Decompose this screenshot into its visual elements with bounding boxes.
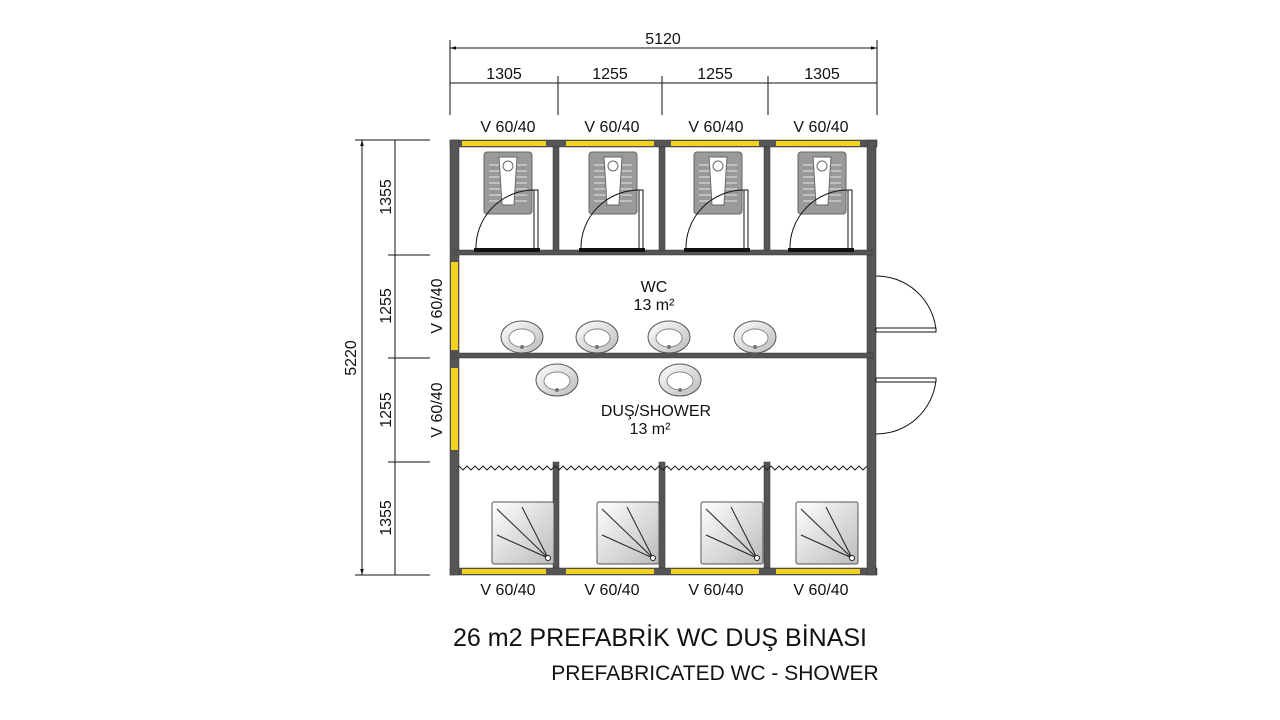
- left-dimensions: [355, 139, 430, 576]
- top-dim-label: 1305: [486, 66, 522, 83]
- washbasin-icon: [500, 320, 544, 354]
- windows: [451, 141, 860, 574]
- window-label: V 60/40: [584, 119, 639, 136]
- window-label: V 60/40: [793, 119, 848, 136]
- left-dim-label: 1255: [378, 392, 395, 428]
- washbasin-icon: [535, 363, 579, 397]
- washbasin-icon: [733, 320, 777, 354]
- room-name: DUŞ/SHOWER: [601, 403, 711, 420]
- walls: [449, 139, 878, 576]
- overall-width-label: 5120: [645, 31, 681, 48]
- top-dim-label: 1305: [804, 66, 840, 83]
- window-label: V 60/40: [688, 582, 743, 599]
- room-area: 13 m²: [634, 297, 676, 314]
- cubicle-door[interactable]: [579, 189, 645, 252]
- shower-tray-icon: [596, 501, 660, 565]
- window-label: V 60/40: [584, 582, 639, 599]
- room-area: 13 m²: [630, 421, 672, 438]
- left-dim-label: 1255: [378, 288, 395, 324]
- drawing-title: 26 m2 PREFABRİK WC DUŞ BİNASI: [453, 624, 867, 652]
- window-label: V 60/40: [480, 119, 535, 136]
- room-name: WC: [641, 279, 668, 296]
- shower-tray-icon: [795, 501, 859, 565]
- left-dim-label: 1355: [378, 500, 395, 536]
- cubicle-door[interactable]: [474, 189, 540, 252]
- shower-tray-icon: [700, 501, 764, 565]
- cubicle-door[interactable]: [788, 189, 854, 252]
- window-label: V 60/40: [429, 382, 446, 437]
- window-label: V 60/40: [429, 278, 446, 333]
- squat-toilet-icon: [483, 151, 533, 215]
- washbasin-icon: [575, 320, 619, 354]
- shower-curtain: [458, 465, 868, 471]
- window-label: V 60/40: [793, 582, 848, 599]
- top-dimensions: [449, 40, 878, 115]
- shower-tray-icon: [491, 501, 555, 565]
- squat-toilet-icon: [797, 151, 847, 215]
- cubicle-door[interactable]: [684, 189, 750, 252]
- washbasin-icon: [647, 320, 691, 354]
- overall-depth-label: 5220: [343, 340, 360, 376]
- squat-toilet-icon: [588, 151, 638, 215]
- left-dim-label: 1355: [378, 179, 395, 215]
- drawing-subtitle: PREFABRICATED WC - SHOWER: [551, 662, 879, 685]
- entrance-door[interactable]: [875, 377, 937, 435]
- top-dim-label: 1255: [592, 66, 628, 83]
- squat-toilet-icon: [693, 151, 743, 215]
- top-dim-label: 1255: [697, 66, 733, 83]
- washbasin-icon: [658, 363, 702, 397]
- entrance-door[interactable]: [875, 275, 937, 333]
- window-label: V 60/40: [688, 119, 743, 136]
- window-label: V 60/40: [480, 582, 535, 599]
